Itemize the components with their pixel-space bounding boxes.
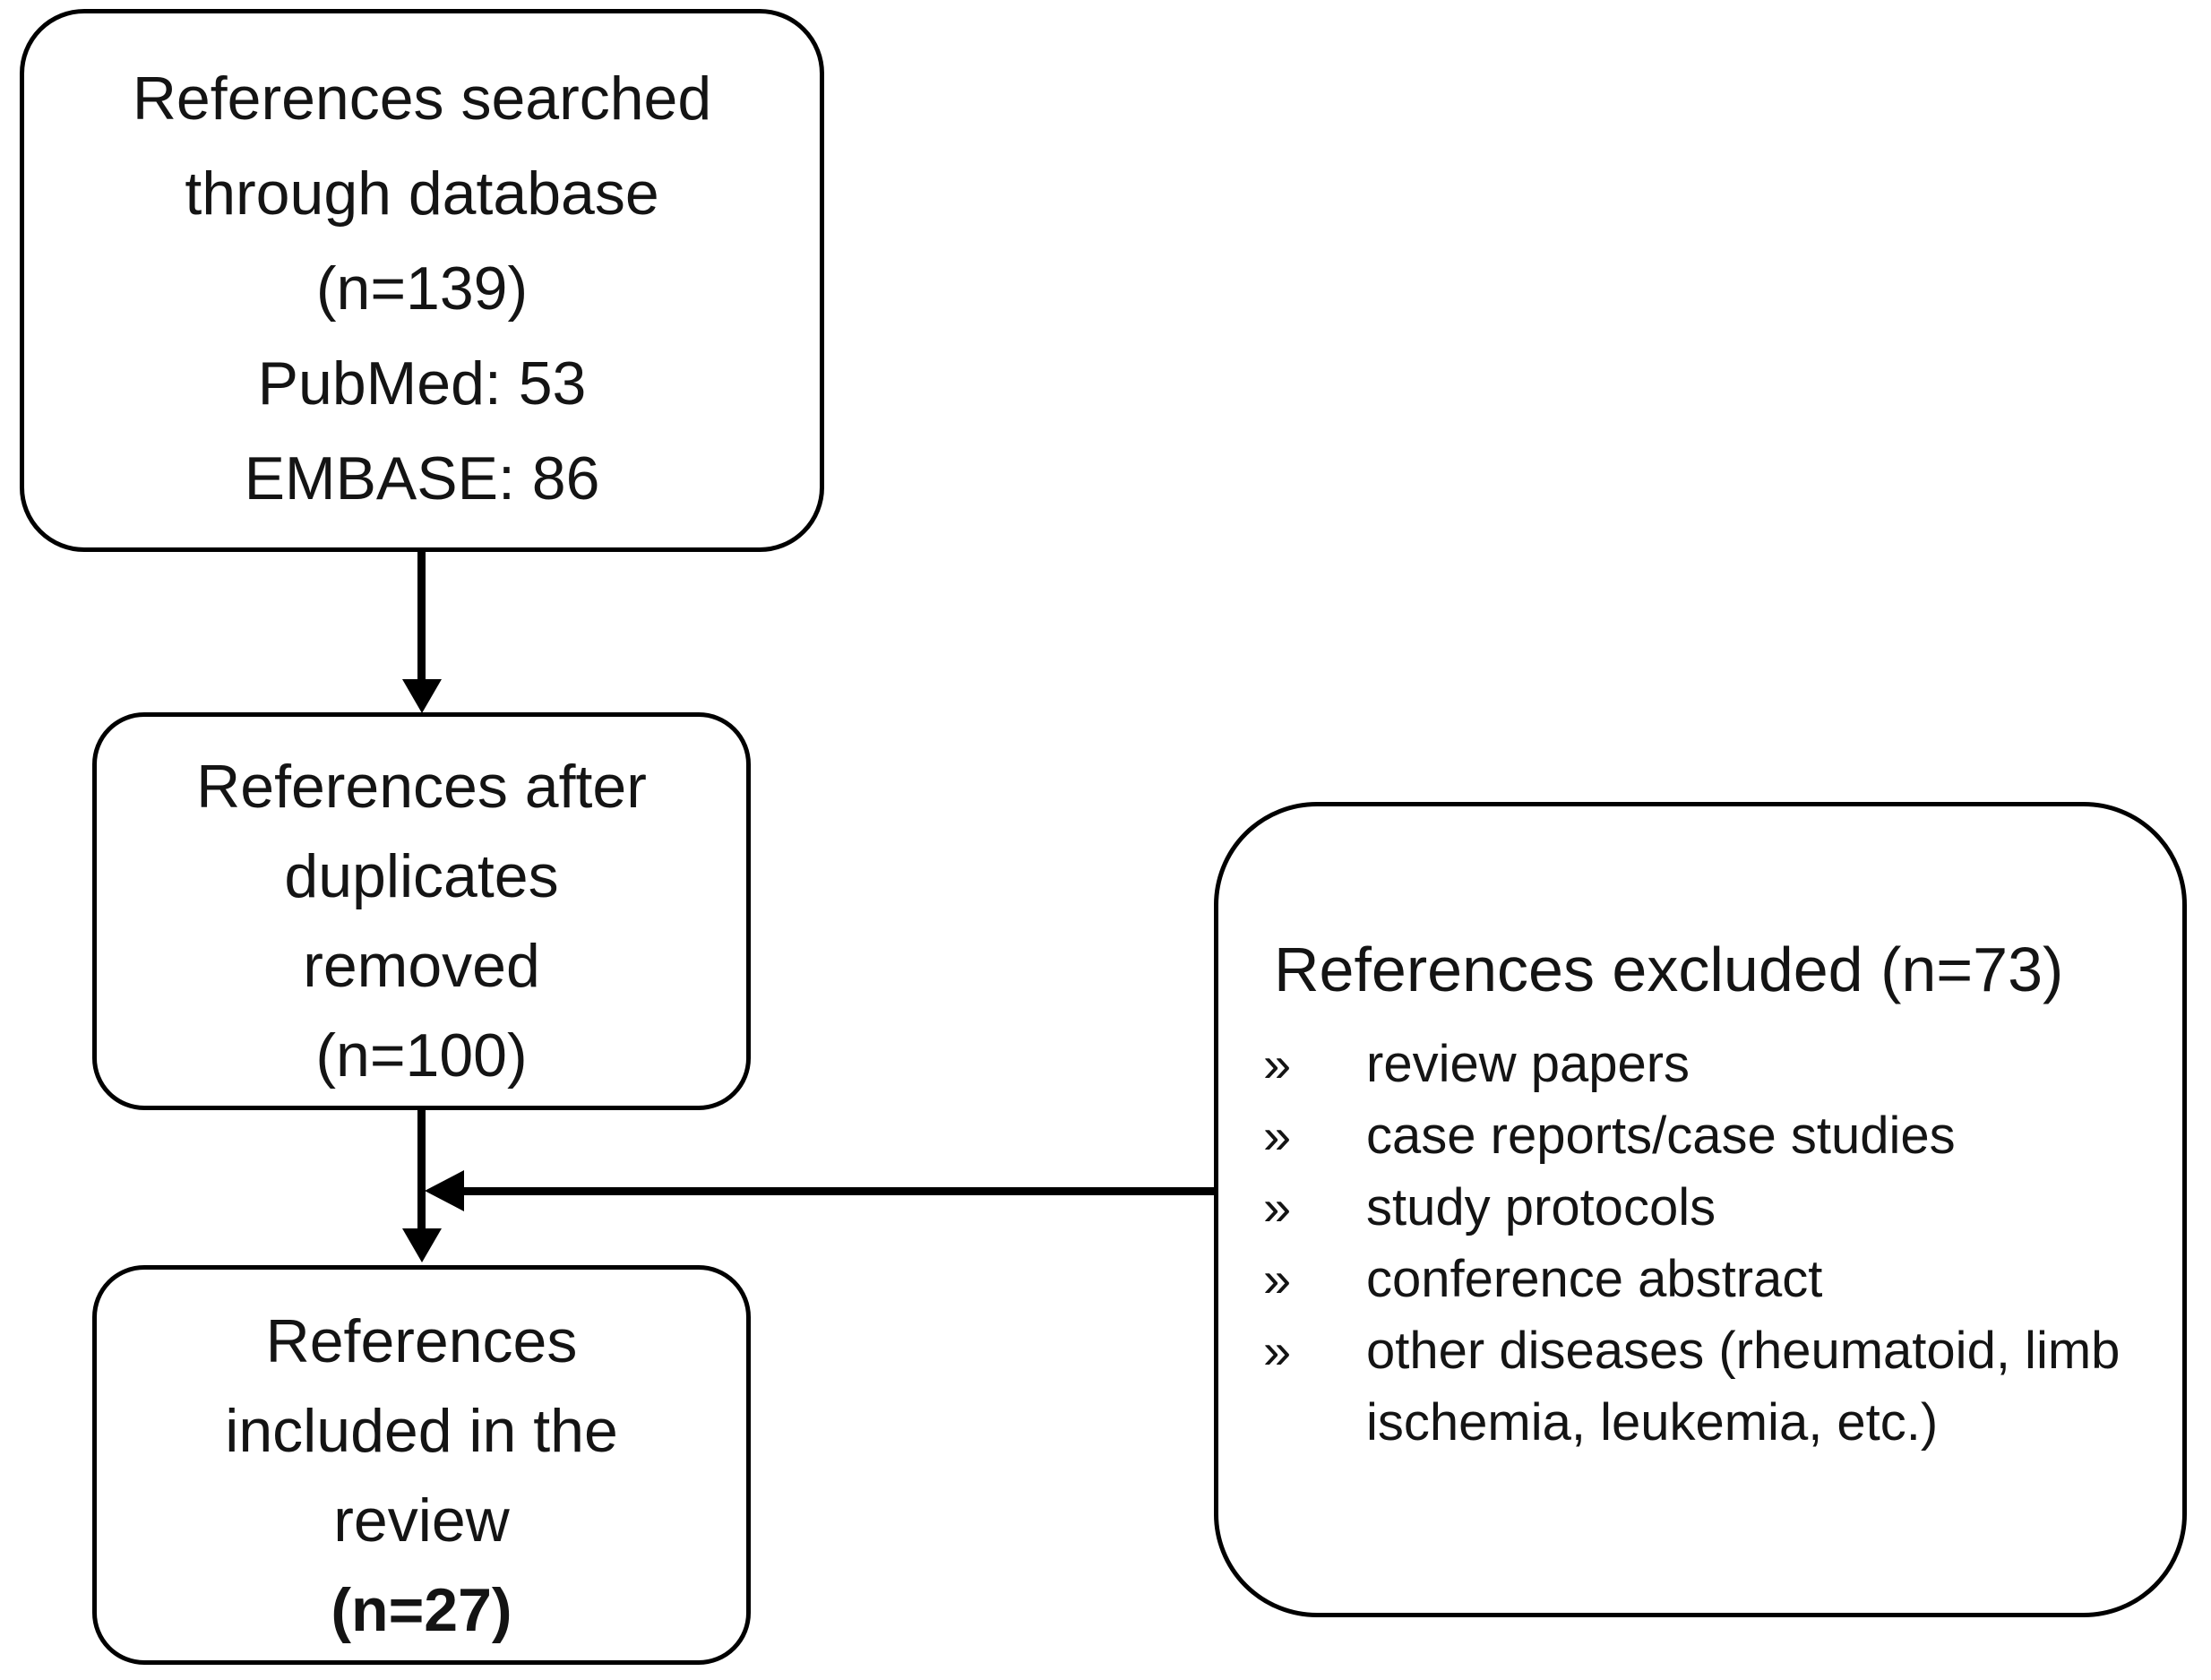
list-item-label: conference abstract bbox=[1366, 1250, 1823, 1308]
arrow-down-icon bbox=[402, 1228, 442, 1262]
arrow-down-icon bbox=[402, 679, 442, 713]
arrow-dedup-to-included-line bbox=[417, 1108, 426, 1230]
list-item: » review papers bbox=[1263, 1029, 2150, 1100]
box-references-searched: References searched through database (n=… bbox=[20, 9, 824, 552]
box-line-included-count: (n=27) bbox=[331, 1576, 512, 1644]
list-item-label: other diseases (rheumatoid, limb ischemi… bbox=[1366, 1322, 2121, 1452]
arrow-searched-to-dedup-line bbox=[417, 550, 426, 681]
box-duplicates-removed: References after duplicates removed (n=1… bbox=[92, 712, 751, 1110]
box-line: included in the bbox=[225, 1397, 618, 1465]
box-line: through database bbox=[185, 159, 659, 228]
box-line-pubmed-count: PubMed: 53 bbox=[257, 349, 587, 418]
bullet-chevron-icon: » bbox=[1263, 1179, 1292, 1236]
box-line: duplicates bbox=[284, 842, 559, 910]
box-references-excluded: References excluded (n=73) » review pape… bbox=[1214, 802, 2187, 1617]
box-line: review bbox=[333, 1486, 510, 1555]
bullet-chevron-icon: » bbox=[1263, 1322, 1292, 1379]
list-item-label: case reports/case studies bbox=[1366, 1107, 1956, 1165]
arrow-left-icon bbox=[425, 1170, 464, 1211]
bullet-chevron-icon: » bbox=[1263, 1107, 1292, 1164]
box-line: References after bbox=[196, 753, 647, 821]
bullet-chevron-icon: » bbox=[1263, 1251, 1292, 1307]
list-item: » other diseases (rheumatoid, limb ische… bbox=[1263, 1315, 2150, 1459]
arrow-excluded-to-flow-line bbox=[452, 1187, 1217, 1195]
box-line: (n=139) bbox=[315, 254, 529, 323]
excluded-reasons-list: » review papers » case reports/case stud… bbox=[1263, 1029, 2150, 1459]
box-line: References searched bbox=[132, 65, 712, 133]
box-line: (n=100) bbox=[315, 1021, 528, 1090]
box-line: removed bbox=[303, 932, 540, 1000]
list-item-label: study protocols bbox=[1366, 1178, 1716, 1236]
list-item: » conference abstract bbox=[1263, 1244, 2150, 1315]
list-item-label: review papers bbox=[1366, 1035, 1691, 1093]
list-item: » case reports/case studies bbox=[1263, 1100, 2150, 1172]
box-line-embase-count: EMBASE: 86 bbox=[244, 444, 600, 513]
box-line: References bbox=[265, 1307, 578, 1375]
bullet-chevron-icon: » bbox=[1263, 1036, 1292, 1092]
list-item: » study protocols bbox=[1263, 1172, 2150, 1244]
excluded-box-title: References excluded (n=73) bbox=[1274, 935, 2064, 1004]
box-references-included: References included in the review (n=27) bbox=[92, 1265, 751, 1665]
